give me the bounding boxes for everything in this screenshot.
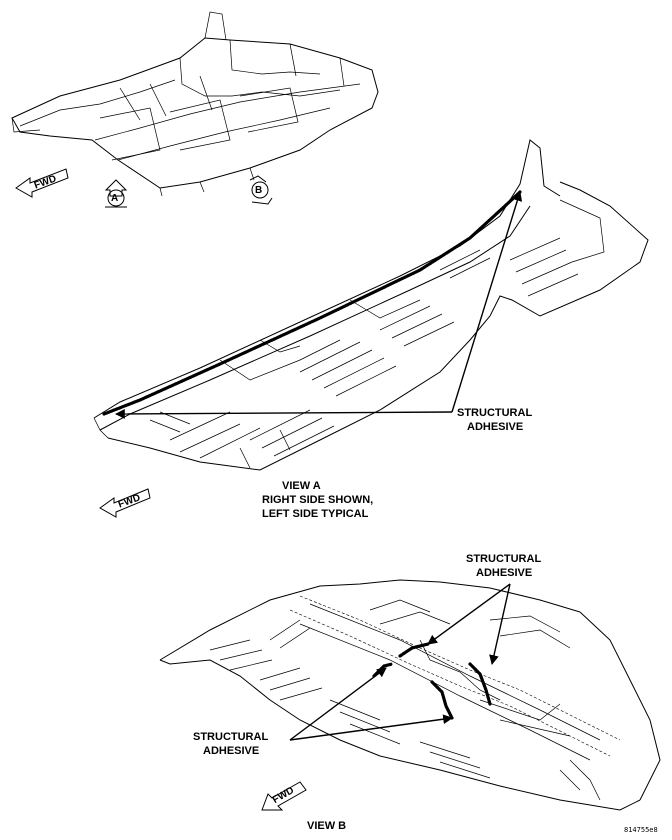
view-a-marker-label: A (111, 193, 119, 204)
view-b-adhesive-bead-upper-left (398, 642, 430, 658)
view-a-adhesive-label-line1: STRUCTURAL (457, 407, 533, 419)
view-b-upper-adhesive-label-line1: STRUCTURAL (466, 553, 542, 565)
view-a-leader-rear (115, 409, 453, 419)
view-b-marker-icon (249, 175, 273, 205)
view-b-title: VIEW B (307, 820, 347, 832)
view-a-floor-pan (93, 139, 649, 471)
figure-id: 814755e8 (624, 826, 658, 834)
view-a-marker-icon (104, 179, 128, 208)
view-b-adhesive-bead-upper-right (468, 662, 492, 706)
fwd-arrow-view-b (261, 781, 307, 811)
view-a-adhesive-label-line2: ADHESIVE (467, 421, 524, 433)
view-b-leader-lower-2 (289, 714, 453, 741)
view-b-lower-adhesive-label-line2: ADHESIVE (203, 745, 260, 757)
view-b-lower-adhesive-label-line1: STRUCTURAL (193, 731, 269, 743)
fwd-arrow-overview (15, 168, 69, 198)
view-a-leader-front (451, 191, 523, 413)
fwd-arrow-view-a (99, 488, 151, 518)
view-b-floor-pan (159, 579, 661, 811)
view-a-caption-line2: LEFT SIDE TYPICAL (262, 508, 369, 520)
overview-floor-pan (11, 11, 379, 197)
view-b-leader-upper-2 (489, 583, 511, 665)
view-b-leader-upper-1 (427, 583, 511, 645)
view-b-adhesive-bead-lower-right (430, 680, 454, 720)
view-b-leader-lower-1 (289, 667, 387, 741)
view-a-adhesive-bead (102, 190, 522, 416)
view-a-title: VIEW A (282, 480, 321, 492)
view-b-marker-label: B (255, 185, 263, 196)
view-a-caption-line1: RIGHT SIDE SHOWN, (262, 494, 374, 506)
view-b-upper-adhesive-label-line2: ADHESIVE (476, 567, 533, 579)
